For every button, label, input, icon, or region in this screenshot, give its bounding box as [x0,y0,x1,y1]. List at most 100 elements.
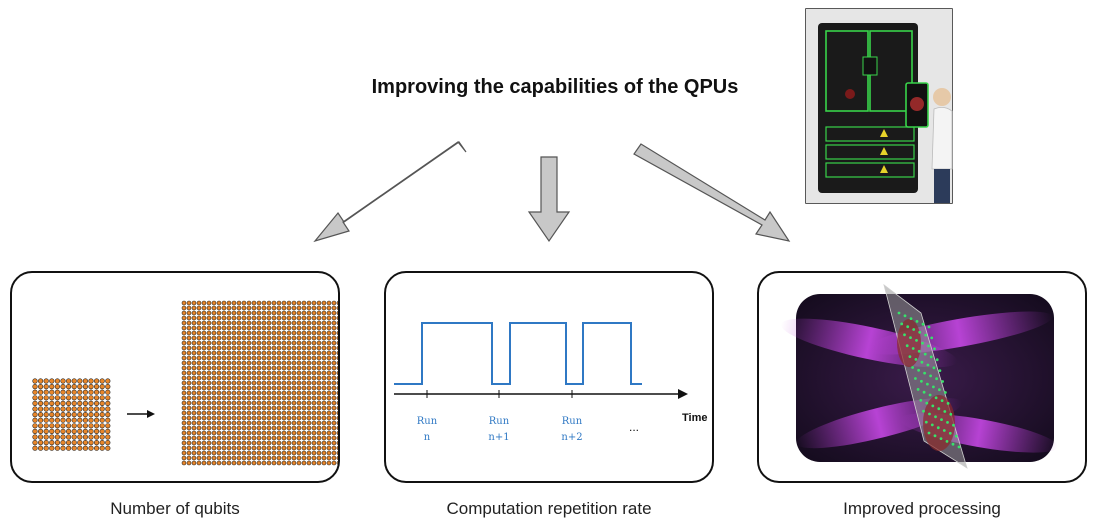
qubit [196,320,202,326]
qubit [206,380,212,386]
qubit [286,305,292,311]
qubit [196,405,202,411]
qubit [201,450,207,456]
qubit [261,425,267,431]
qubit [276,365,282,371]
qubit [93,440,100,446]
atom [908,355,912,358]
qubit [196,355,202,361]
qubit [331,310,337,316]
qubit [251,340,257,346]
qubit [186,430,192,436]
qubit [326,410,332,416]
qubit [196,420,202,426]
qubit [191,330,197,336]
qubit [181,395,187,401]
qubit [276,315,282,321]
qubit [186,380,192,386]
qubit [331,350,337,356]
qubit [191,390,197,396]
qubit [241,390,247,396]
qubit [211,400,217,406]
qubit [191,450,197,456]
qubit [236,390,242,396]
atom [900,322,904,326]
qubit [286,320,292,326]
qubit [201,365,207,371]
qubit [93,383,100,390]
qubit [88,378,94,384]
qubit [301,375,307,381]
qubit [271,365,277,371]
qubit [201,360,207,366]
qubit [251,320,257,326]
qubit [216,310,222,316]
qubit [331,335,337,341]
qubit [82,400,88,406]
qubit [281,365,287,371]
qubit [311,445,317,451]
qubit [93,417,100,423]
qubit [296,420,302,426]
qubit [201,440,207,446]
qubit [99,412,105,418]
qubit [216,425,222,431]
qubit [276,410,282,416]
qubit [186,330,192,336]
qubit [216,350,222,356]
atom [942,429,946,432]
qubit [321,385,327,391]
qubit [336,415,338,421]
qubit [271,330,277,336]
qubit [296,340,302,346]
atom [935,377,938,381]
atom [952,423,955,427]
qubit [266,335,272,341]
qubit [231,330,237,336]
qubit [231,365,237,371]
qubit [77,406,83,412]
qubit [77,417,83,423]
qubit [43,400,49,406]
qubit [77,383,83,390]
qubit [236,445,242,451]
qubit [186,450,192,456]
qubit [226,435,232,441]
qubit [306,315,312,321]
qubit [291,460,297,466]
qubit [241,455,247,461]
qubit [281,355,287,361]
qubit [201,345,207,351]
qubit [246,430,252,436]
qubit [226,330,232,336]
qubit [331,415,337,421]
qubit [251,385,257,391]
qubit [231,370,237,376]
qubit [241,375,247,381]
qubit [271,320,277,326]
qubit [311,405,317,411]
qubit [196,350,202,356]
qubit [266,365,272,371]
qubit [266,415,272,421]
qubit [336,430,338,436]
qubit [71,389,77,395]
qubit [99,400,105,406]
qubit [246,325,252,331]
qubit [186,435,192,441]
qubit [251,435,257,441]
qubit [311,460,317,466]
qubit [271,305,277,311]
qubit [331,305,337,311]
qubit [261,350,267,356]
qubit [99,440,105,446]
qubit [246,455,252,461]
signal-waveform [394,322,642,385]
qubit [291,395,297,401]
run-label-1-line1: Run [417,416,438,427]
qubit [306,320,312,326]
qubit [216,300,222,306]
qubit [251,445,257,451]
qubit [191,315,197,321]
qubit [286,415,292,421]
